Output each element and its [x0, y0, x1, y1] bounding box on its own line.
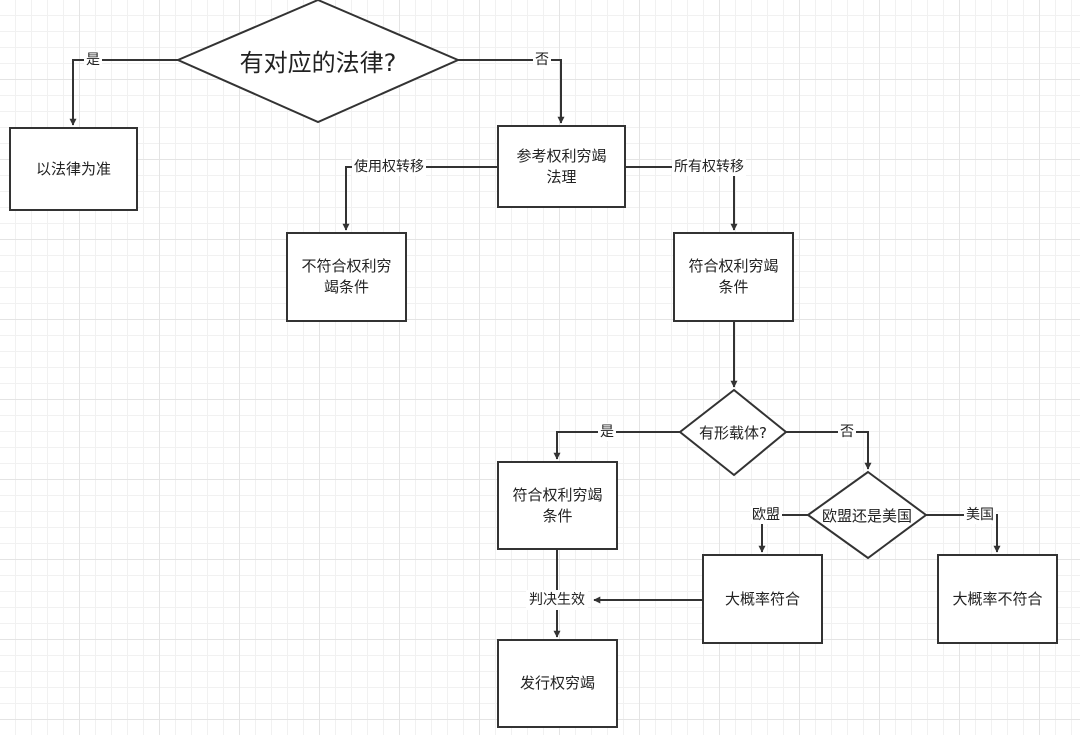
box-distribution-exhaustion: 发行权穷竭: [497, 639, 618, 728]
decision-eu-us-text: 欧盟还是美国: [821, 506, 912, 525]
decision-tangible-shape: [678, 388, 788, 477]
edge-yes-to-follow-law: [69, 59, 178, 126]
label-yes-tangible: 是: [598, 423, 616, 441]
box-follow-law: 以法律为准: [9, 127, 138, 211]
label-no-tangible: 否: [838, 423, 856, 441]
box-meet-1: 符合权利穷竭 条件: [673, 232, 794, 322]
box-meet-2: 符合权利穷竭 条件: [497, 461, 618, 550]
box-likely-not-meet: 大概率不符合: [937, 554, 1058, 644]
label-ownership-transfer: 所有权转移: [672, 158, 746, 176]
edge-ownership-transfer: [626, 166, 738, 231]
decision-tangible-text: 有形载体?: [699, 423, 767, 442]
box-not-meet: 不符合权利穷 竭条件: [286, 232, 407, 322]
label-eu: 欧盟: [750, 506, 782, 524]
label-use-right-transfer: 使用权转移: [352, 158, 426, 176]
box-refer-exhaustion: 参考权利穷竭 法理: [497, 125, 626, 208]
decision-eu-us-shape: [806, 470, 928, 560]
edge-tangible-yes: [553, 431, 680, 460]
decision-has-law-shape: [175, 0, 461, 124]
edge-use-right-transfer: [342, 166, 498, 231]
decision-has-law-text: 有对应的法律?: [239, 48, 397, 77]
label-no-has-law: 否: [533, 51, 551, 69]
label-us: 美国: [964, 506, 996, 524]
edge-no-to-refer: [458, 59, 565, 124]
box-likely-meet: 大概率符合: [702, 554, 823, 644]
label-judgment-effective: 判决生效: [526, 590, 588, 610]
label-yes-has-law: 是: [84, 51, 102, 69]
edge-us: [926, 514, 1001, 553]
edge-tangible-no: [786, 431, 872, 470]
